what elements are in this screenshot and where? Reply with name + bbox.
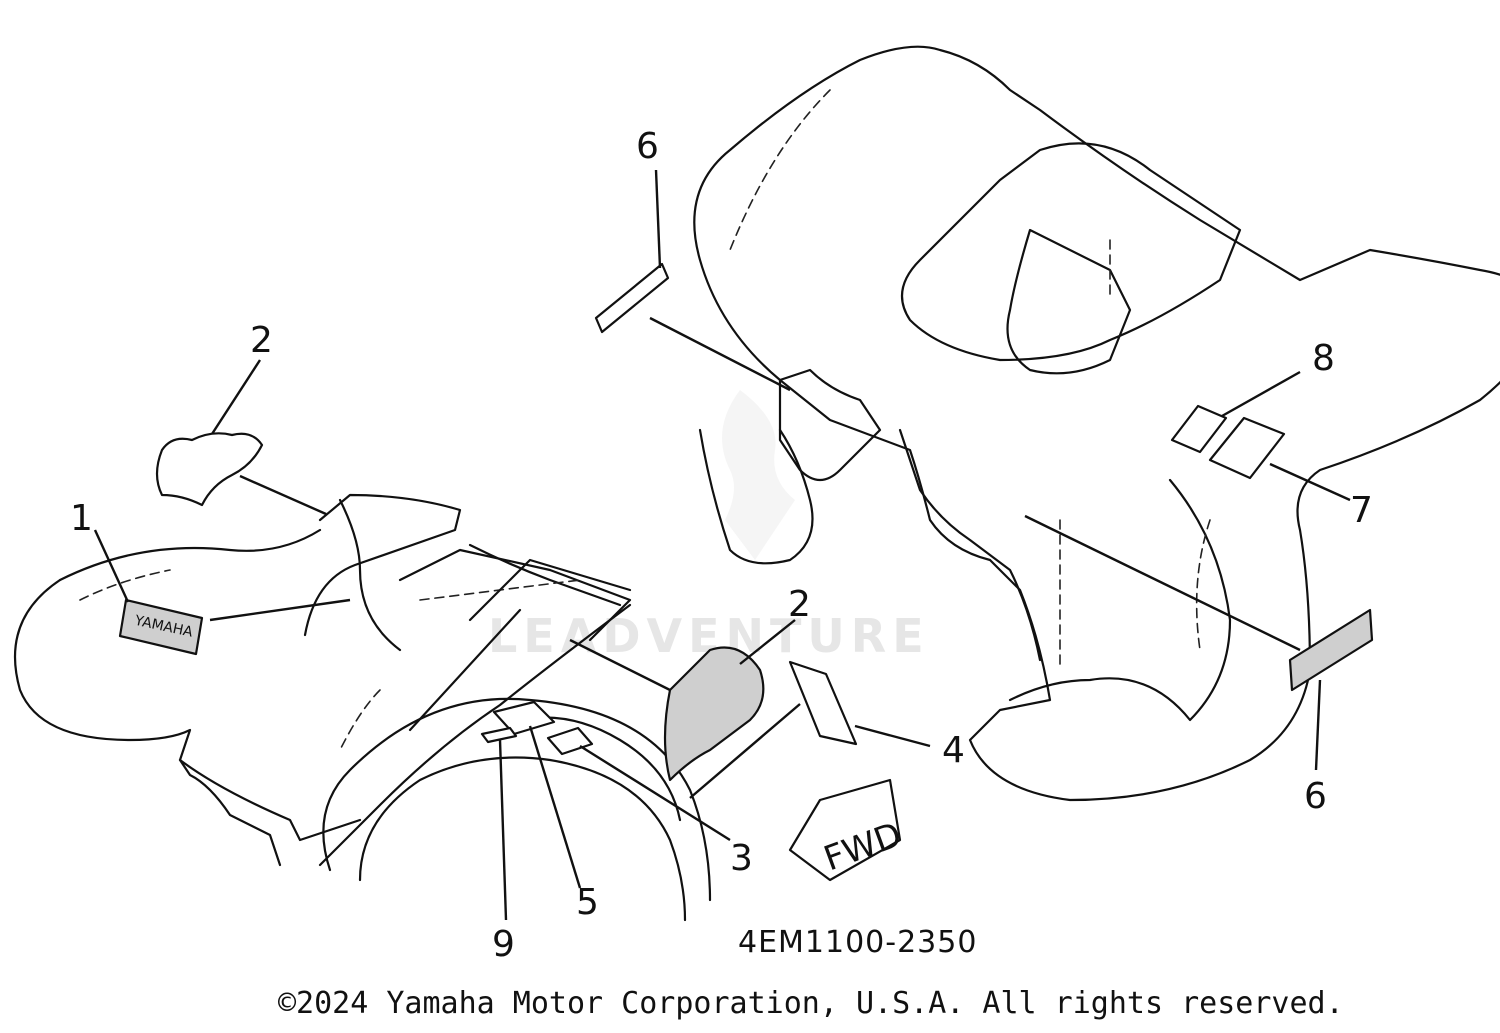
fwd-label-plate: FWD [788, 778, 907, 882]
callout-6-top: 6 [636, 126, 659, 167]
callout-8: 8 [1312, 338, 1335, 379]
decal-6-bottom-emblem [1288, 608, 1374, 692]
callout-6-bottom: 6 [1304, 776, 1327, 817]
callout-4: 4 [942, 730, 965, 771]
copyright-notice: ©2024 Yamaha Motor Corporation, U.S.A. A… [278, 986, 1344, 1021]
rear-fender-body [693, 45, 1500, 802]
decal-8 [1170, 404, 1228, 454]
part-number: 4EM1100-2350 [738, 925, 977, 960]
callout-7: 7 [1350, 490, 1373, 531]
decal-2-top [155, 432, 264, 507]
watermark-logo [722, 390, 795, 560]
decal-6-top [594, 262, 670, 334]
decal-2-mid [663, 646, 765, 782]
callout-3: 3 [730, 838, 753, 879]
front-fender-body [13, 493, 712, 922]
callout-1: 1 [70, 498, 93, 539]
callout-2-mid: 2 [788, 584, 811, 625]
decal-7 [1208, 416, 1286, 480]
decal-9 [480, 726, 518, 744]
callout-5: 5 [576, 882, 599, 923]
leader-lines [93, 169, 1351, 921]
decal-5 [492, 700, 556, 736]
callout-2-top: 2 [250, 320, 273, 361]
callout-9: 9 [492, 924, 515, 965]
decal-4 [788, 660, 858, 746]
decal-1-yamaha-emblem: YAMAHA [118, 598, 204, 656]
